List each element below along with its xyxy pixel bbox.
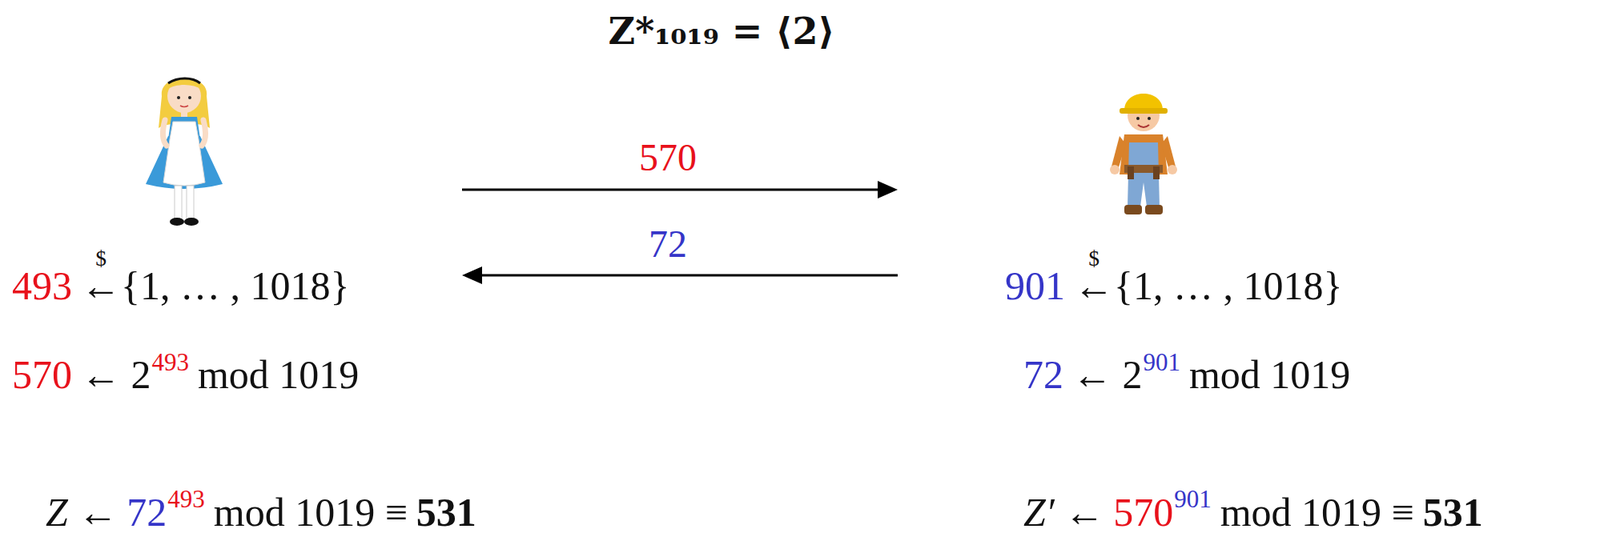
math-text: 570 — [1113, 490, 1174, 535]
computation-row: Z′ ←570901 mod 1019 ≡531 — [1023, 486, 1484, 541]
math-text: ← 2 — [80, 352, 152, 398]
random-choice-arrow: ←$ — [1073, 259, 1114, 314]
math-text: {1, … , 1018} — [120, 263, 350, 309]
math-text: mod 1019 ≡ — [1220, 490, 1415, 535]
math-text: ← 2 — [1072, 352, 1143, 398]
alice-figure — [145, 78, 223, 227]
group-title: Z*₁₀₁₉ = ⟨2⟩ — [608, 9, 836, 54]
math-text: mod 1019 — [1189, 352, 1351, 398]
shared-key: 531 — [416, 490, 477, 535]
exponent: 901 — [1173, 485, 1212, 514]
math-text: 72 — [126, 490, 167, 535]
math-text: Z′ ← — [1023, 490, 1105, 535]
random-symbol: $ — [1088, 247, 1100, 270]
message-arrow — [462, 180, 898, 199]
message-value: 72 — [648, 221, 688, 266]
computation-row: Z ←72493mod 1019 ≡531 — [45, 486, 477, 541]
computation-row: 493←${1, … , 1018} — [12, 259, 350, 314]
computation-row: 570← 2493 mod 1019 — [12, 348, 359, 403]
assign-arrow: ← — [1073, 263, 1114, 309]
math-text: 570 — [12, 352, 73, 398]
exponent: 493 — [151, 348, 189, 377]
computation-row: 72← 2901 mod 1019 — [1023, 348, 1351, 403]
random-symbol: $ — [95, 247, 107, 270]
exponent: 493 — [167, 485, 206, 514]
bob-figure — [1109, 93, 1178, 215]
math-text: mod 1019 ≡ — [213, 490, 408, 535]
math-text: 493 — [12, 263, 73, 309]
math-text: Z ← — [45, 490, 118, 535]
random-choice-arrow: ←$ — [80, 259, 121, 314]
exponent: 901 — [1142, 348, 1181, 377]
math-text: {1, … , 1018} — [1113, 263, 1343, 309]
computation-row: 901←${1, … , 1018} — [1005, 259, 1343, 314]
assign-arrow: ← — [80, 263, 121, 309]
shared-key: 531 — [1423, 490, 1484, 535]
math-text: 72 — [1023, 352, 1064, 398]
message-value: 570 — [639, 135, 697, 180]
message-arrow — [462, 266, 898, 285]
math-text: 901 — [1005, 263, 1066, 309]
math-text: mod 1019 — [197, 352, 359, 398]
